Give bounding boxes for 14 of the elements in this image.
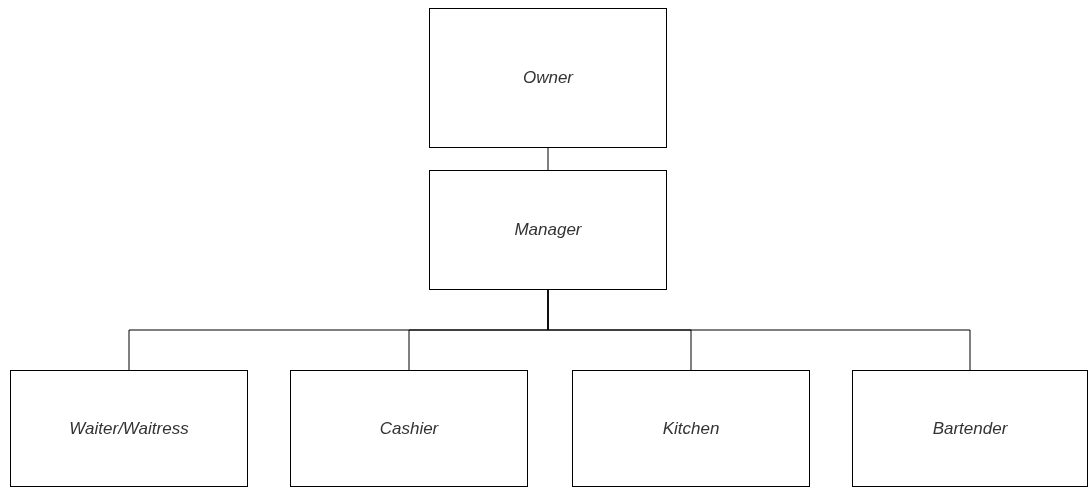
role-box [290,370,528,487]
role-label: Waiter/Waitress [69,418,189,439]
role-label: Cashier [379,418,439,439]
role-box [10,370,248,487]
connector-line [547,147,549,171]
role-label: Kitchen [662,418,720,439]
role-label: Owner [522,68,574,88]
role-box [852,370,1088,487]
role-label: Manager [514,220,582,240]
role-box [429,170,667,290]
role-box [429,8,667,148]
role-box [572,370,810,487]
connector-line [547,289,971,371]
role-label: Bartender [932,418,1008,439]
